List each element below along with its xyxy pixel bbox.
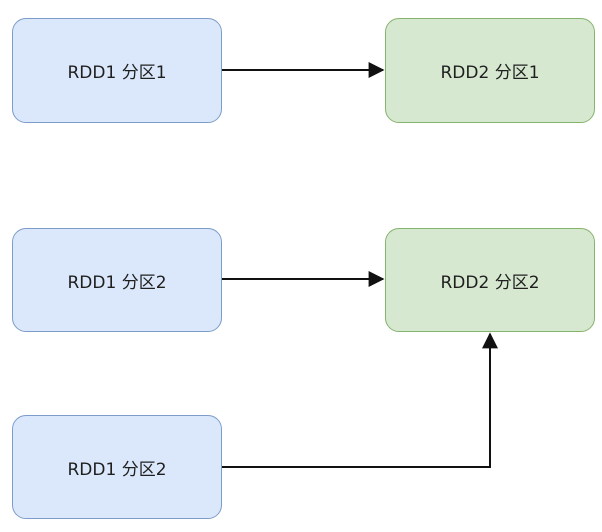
node-rdd1-partition1[interactable]: RDD1 分区1 (12, 18, 222, 123)
node-label: RDD2 分区1 (440, 63, 540, 83)
node-label: RDD1 分区2 (67, 459, 167, 480)
node-rdd1-partition2-bottom[interactable]: RDD1 分区2 (12, 415, 222, 519)
node-rdd2-partition1[interactable]: RDD2 分区1 (385, 18, 595, 123)
edge-rdd1-p2b-to-rdd2-p2 (222, 332, 498, 468)
node-rdd2-partition2[interactable]: RDD2 分区2 (385, 228, 595, 332)
node-label: RDD1 分区2 (67, 272, 167, 293)
node-rdd1-partition2-top[interactable]: RDD1 分区2 (12, 228, 222, 332)
node-label: RDD1 分区1 (67, 63, 167, 83)
node-label: RDD2 分区2 (440, 272, 540, 293)
